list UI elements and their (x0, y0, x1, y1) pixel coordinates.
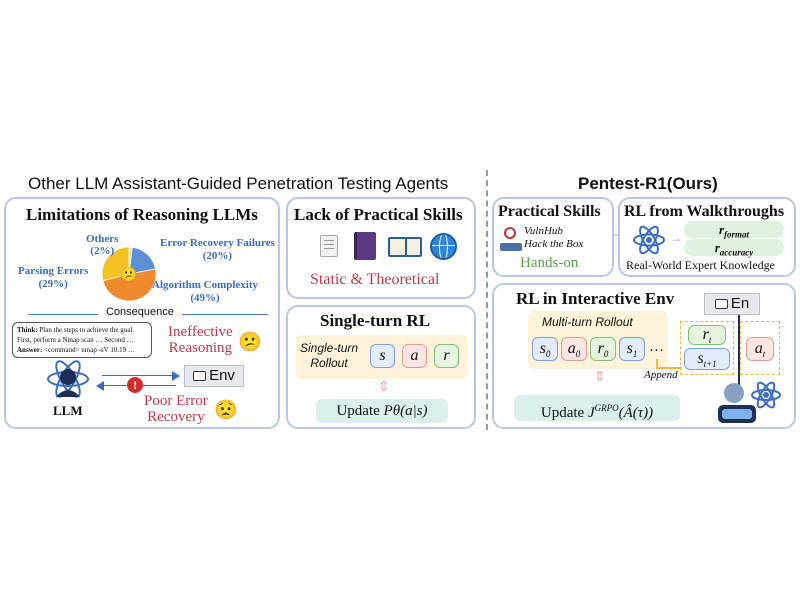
append-label: Append (644, 369, 678, 381)
interactive-env-box: En (704, 293, 760, 315)
arrow-to-env-head (172, 371, 180, 381)
pie-label-algorithm: Algorithm Complexity (49%) (152, 279, 259, 304)
arrow-to-env (102, 375, 174, 376)
practical-skills-title: Practical Skills (498, 203, 601, 220)
consequence-line-left (28, 314, 98, 315)
open-book-icon (388, 237, 422, 257)
lack-practical-title: Lack of Practical Skills (294, 205, 463, 224)
practical-skills-list: VulnHub Hack the Box (524, 225, 584, 250)
pie-slice-algorithm-complexity (102, 268, 157, 302)
ineffective-reasoning: Ineffective Reasoning (168, 324, 233, 356)
monitor-icon (193, 371, 207, 381)
single-turn-title: Single-turn RL (320, 311, 431, 330)
expert-knowledge: Real-World Expert Knowledge (626, 258, 775, 272)
walkthroughs-panel: RL from Walkthroughs → rformat raccuracy… (618, 197, 796, 277)
skills-tools-icon (500, 225, 522, 253)
single-turn-update-arrow: ⇕ (378, 380, 390, 395)
pie-slice-parsing-errors (101, 246, 130, 282)
rollout-ellipsis: … (649, 339, 664, 355)
consequence-label: Consequence (106, 306, 174, 318)
interactive-title: RL in Interactive Env (516, 289, 675, 308)
confused-face-icon: 😕 (238, 332, 262, 353)
limitations-panel: Limitations of Reasoning LLMs 😕 Others (… (4, 197, 280, 429)
book-icon (354, 232, 376, 260)
token-s: s (370, 344, 395, 368)
token-rt: rt (688, 325, 726, 345)
think-bubble: Think: Plan the steps to achieve the goa… (12, 322, 152, 358)
left-header: Other LLM Assistant-Guided Penetration T… (28, 174, 449, 193)
env-box: Env (184, 365, 244, 387)
poor-error-recovery: Poor Error Recovery (144, 393, 208, 425)
right-header: Pentest-R1(Ours) (578, 174, 718, 193)
token-s1: s1 (619, 337, 645, 361)
arrow-from-env-head (96, 381, 104, 391)
error-icon: ! (127, 377, 143, 393)
pie-face-icon: 😕 (120, 266, 137, 283)
globe-icon (430, 233, 457, 260)
pie-label-parsing: Parsing Errors (29%) (18, 265, 89, 290)
single-turn-update: Update Pθ(a|s) (316, 399, 448, 423)
token-st1: st+1 (684, 348, 730, 370)
action-dashed-box (740, 321, 780, 375)
llm-agent-icon (47, 360, 89, 398)
reward-format: rformat (684, 221, 784, 240)
worried-face-icon: 😟 (214, 400, 238, 421)
limitations-title: Limitations of Reasoning LLMs (26, 205, 258, 224)
interactive-update: Update JGRPO(Â(τ)) (514, 395, 680, 421)
section-divider (486, 170, 488, 430)
interactive-update-arrow: ⇕ (594, 370, 606, 385)
reward-accuracy: raccuracy (684, 239, 784, 258)
env-down-arrow (738, 315, 740, 385)
token-at: at (746, 337, 774, 361)
pie-label-error-recovery: Error Recovery Failures (20%) (160, 237, 275, 262)
static-theoretical: Static & Theoretical (310, 271, 440, 288)
document-icon (320, 235, 338, 257)
feedback-dashed-box (680, 321, 734, 375)
token-r: r (434, 344, 459, 368)
hands-on-label: Hands-on (520, 255, 579, 271)
multi-turn-rollout-title: Multi-turn Rollout (542, 315, 633, 329)
single-turn-panel: Single-turn RL Single-turn Rollout s a r… (286, 305, 476, 429)
consequence-line-right (182, 314, 268, 315)
interactive-panel: RL in Interactive Env Multi-turn Rollout… (492, 283, 796, 429)
atom-icon (633, 225, 665, 255)
pie-label-others: Others (2%) (86, 233, 119, 257)
token-a0: a0 (561, 337, 587, 361)
token-a: a (402, 344, 427, 368)
practical-skills-panel: Practical Skills VulnHub Hack the Box Ha… (492, 197, 614, 277)
lack-practical-panel: Lack of Practical Skills Static & Theore… (286, 197, 476, 299)
llm-label: LLM (53, 403, 83, 418)
token-s0: s0 (532, 337, 558, 361)
pie-chart: 😕 (101, 246, 157, 302)
interactive-monitor-icon (714, 299, 728, 309)
single-turn-rollout-label: Single-turn Rollout (300, 341, 359, 370)
agent-robot-icon (718, 381, 781, 423)
append-line (656, 359, 682, 369)
walkthroughs-title: RL from Walkthroughs (624, 203, 785, 220)
token-r0: r0 (590, 337, 616, 361)
atom-to-rewards-arrow: → (670, 231, 682, 245)
